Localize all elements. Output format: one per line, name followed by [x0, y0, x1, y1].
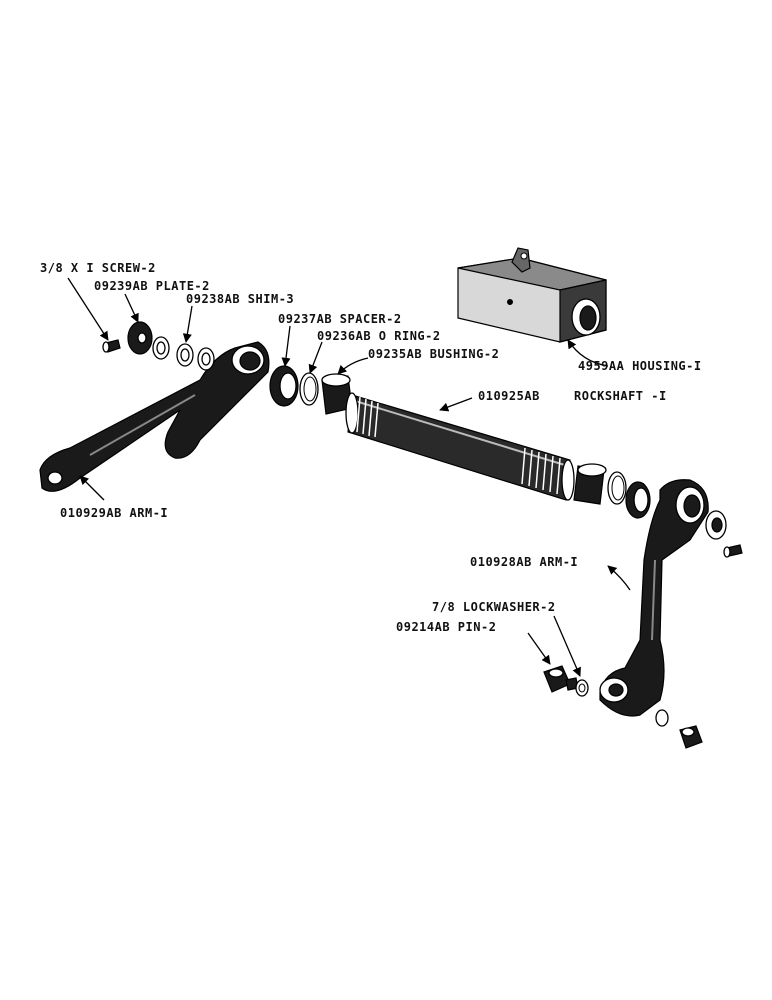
- screw-label: 3/8 X I SCREW-2: [40, 261, 156, 275]
- left-spacer-part: [269, 365, 299, 407]
- plate-label: 09239AB PLATE-2: [94, 279, 210, 293]
- right-spacer-part: [625, 481, 651, 519]
- right-arm-label: 010928AB ARM-I: [470, 555, 578, 569]
- left-plate-part: [127, 321, 153, 355]
- right-pin-washer-part: [655, 709, 703, 749]
- right-shim-part: [705, 510, 727, 540]
- right-screw-part: [723, 544, 743, 558]
- leader-lines: [67, 277, 631, 677]
- oring-label: 09236AB O RING-2: [317, 329, 441, 343]
- left-screw-part: [102, 339, 121, 353]
- left-shims-part: [152, 336, 215, 371]
- left-oring-part: [299, 372, 319, 406]
- rockshaft-name-label: ROCKSHAFT -I: [574, 389, 667, 403]
- pin-label: 09214AB PIN-2: [396, 620, 496, 634]
- housing-part: [457, 247, 607, 343]
- rockshaft-number-label: 010925AB: [478, 389, 540, 403]
- shim-label: 09238AB SHIM-3: [186, 292, 294, 306]
- right-oring-part: [607, 471, 627, 505]
- right-arm-part: [599, 479, 709, 717]
- lockwasher-part: [575, 679, 589, 697]
- bushing-label: 09235AB BUSHING-2: [368, 347, 499, 361]
- housing-label: 4959AA HOUSING-I: [578, 359, 702, 373]
- left-arm-part: [39, 341, 270, 492]
- left-arm-label: 010929AB ARM-I: [60, 506, 168, 520]
- left-pin-part: [543, 665, 579, 693]
- lockwasher-label: 7/8 LOCKWASHER-2: [432, 600, 556, 614]
- rockshaft-part: [345, 392, 575, 501]
- spacer-label: 09237AB SPACER-2: [278, 312, 402, 326]
- right-bushing-part: [573, 463, 607, 505]
